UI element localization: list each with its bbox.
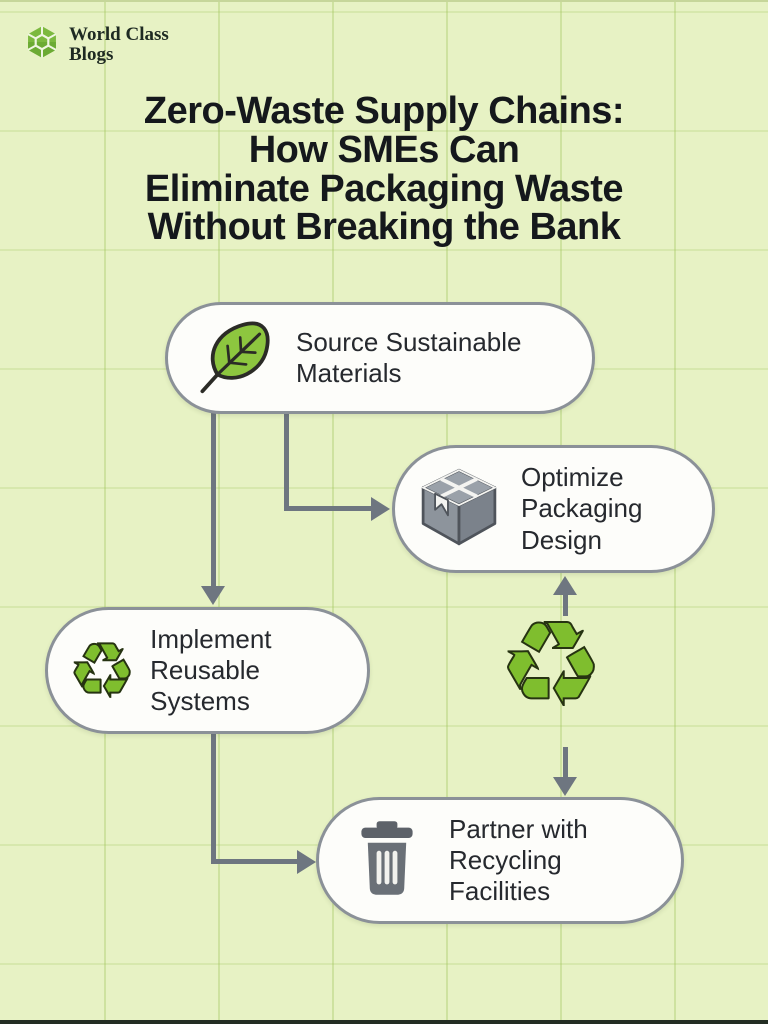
title-line4: Without Breaking the Bank (147, 206, 621, 249)
flow-node-implement-reusable-systems: ♻ Implement Reusable Systems (45, 607, 370, 734)
title-line1: Zero-Waste Supply Chains: (143, 90, 625, 132)
recycle-icon: ♻ (67, 625, 137, 715)
brand-name-line2: Blogs (69, 43, 114, 65)
arrowhead-down-icon (553, 777, 577, 796)
node-label: Source Sustainable Materials (296, 326, 522, 388)
brand-name: World Class Blogs (69, 23, 169, 65)
page-title: Zero-Waste Supply Chains: How SMEs Can E… (0, 92, 768, 247)
flow-node-partner-with-recycling-facilities: Partner with Recycling Facilities (316, 797, 684, 924)
connector-source-to-reusable (211, 413, 216, 587)
node-label: Optimize Packaging Design (521, 462, 643, 555)
package-box-icon (413, 461, 505, 558)
flow-node-optimize-packaging-design: Optimize Packaging Design (392, 445, 715, 573)
brand-name-line1: World Class (69, 23, 169, 45)
flow-node-source-sustainable-materials: Source Sustainable Materials (165, 302, 595, 414)
connector-source-to-optimize-vertical (284, 413, 289, 511)
title-line2: How SMEs Can (248, 128, 520, 171)
arrowhead-up-icon (553, 576, 577, 595)
arrowhead-right-icon (371, 497, 390, 521)
brand-logo: World Class Blogs (24, 24, 169, 65)
connector-reusable-to-partner-vertical (211, 732, 216, 864)
node-label: Partner with Recycling Facilities (449, 813, 588, 907)
arrowhead-right-icon (297, 850, 316, 874)
title-line3: Eliminate Packaging Waste (144, 167, 624, 210)
connector-recycle-to-optimize (563, 594, 568, 616)
trash-bin-icon (347, 816, 427, 905)
leaf-icon (194, 314, 278, 403)
connector-source-to-optimize-horizontal (284, 506, 372, 511)
connector-reusable-to-partner-horizontal (211, 859, 299, 864)
recycle-symbol: ♻ (497, 595, 605, 733)
connector-recycle-to-partner (563, 747, 568, 779)
hexagon-gem-icon (24, 24, 60, 65)
node-label: Implement Reusable Systems (150, 623, 272, 717)
arrowhead-down-icon (201, 586, 225, 605)
